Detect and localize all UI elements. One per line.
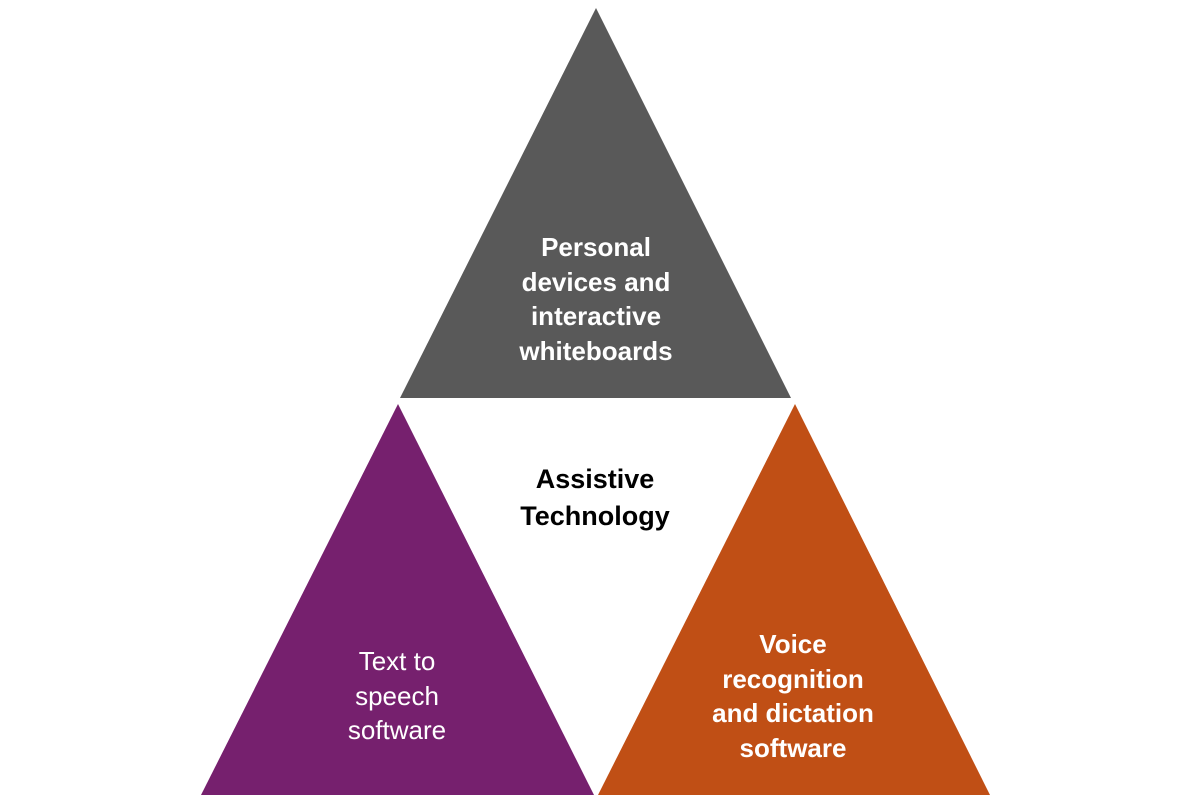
label-line: and dictation	[712, 698, 874, 728]
label-line: Voice	[759, 629, 827, 659]
label-line: Personal	[541, 232, 651, 262]
center-title: Assistive Technology	[520, 461, 670, 535]
label-line: software	[739, 732, 847, 763]
label-line: Assistive	[535, 464, 655, 494]
top-triangle-label: Personal devices and interactive whitebo…	[519, 230, 672, 368]
top-triangle	[400, 8, 791, 398]
label-line: devices and	[521, 266, 671, 297]
label-line: software	[347, 715, 447, 745]
left-triangle-label: Text to speech software	[348, 644, 446, 748]
label-line: speech	[355, 680, 439, 711]
label-line: Technology	[520, 501, 670, 531]
left-triangle	[201, 404, 594, 795]
label-line: whiteboards	[519, 335, 673, 366]
right-triangle	[598, 404, 990, 795]
label-line: Text to	[358, 646, 436, 676]
right-triangle-label: Voice recognition and dictation software	[712, 627, 874, 765]
label-line: interactive	[530, 301, 662, 331]
label-line: recognition	[722, 663, 864, 694]
